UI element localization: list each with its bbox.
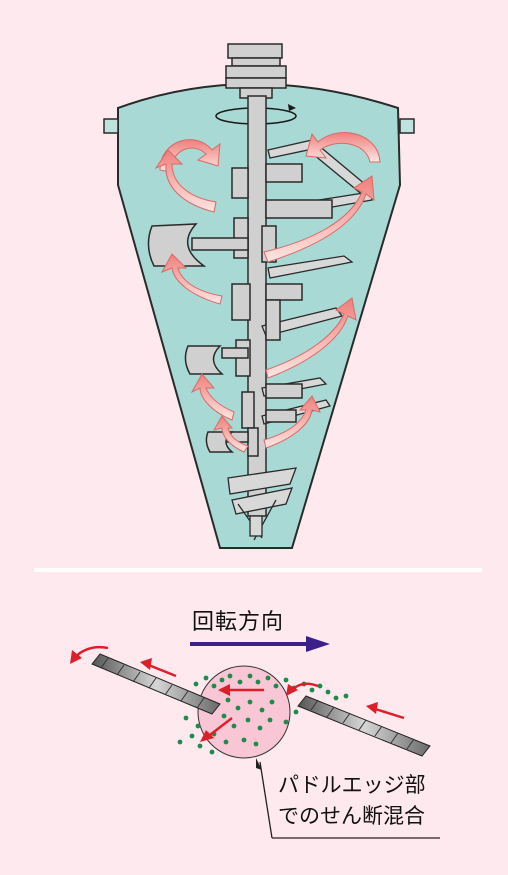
bottom-screw xyxy=(227,467,297,541)
drive-head xyxy=(225,43,287,99)
rotation-arrowhead xyxy=(288,104,296,111)
shear-mixing-caption: パドルエッジ部 でのせん断混合 xyxy=(278,770,426,832)
direction-arrow xyxy=(190,636,330,652)
left-scoops xyxy=(147,223,249,453)
mixer-illustration xyxy=(103,43,415,549)
section-divider xyxy=(34,568,482,572)
caption-line-2: でのせん断混合 xyxy=(278,804,425,828)
vessel-lug-right xyxy=(399,118,415,134)
caption-leader xyxy=(256,758,440,839)
vessel-lug-left xyxy=(103,118,119,134)
flow-arrows xyxy=(154,132,381,453)
motion-arrowheads xyxy=(70,650,378,742)
paddle-blade-right xyxy=(297,695,431,757)
rotation-direction-label: 回転方向 xyxy=(192,610,285,635)
paddle-blade-left xyxy=(91,653,221,715)
caption-line-1: パドルエッジ部 xyxy=(278,773,426,797)
particles xyxy=(177,673,349,755)
